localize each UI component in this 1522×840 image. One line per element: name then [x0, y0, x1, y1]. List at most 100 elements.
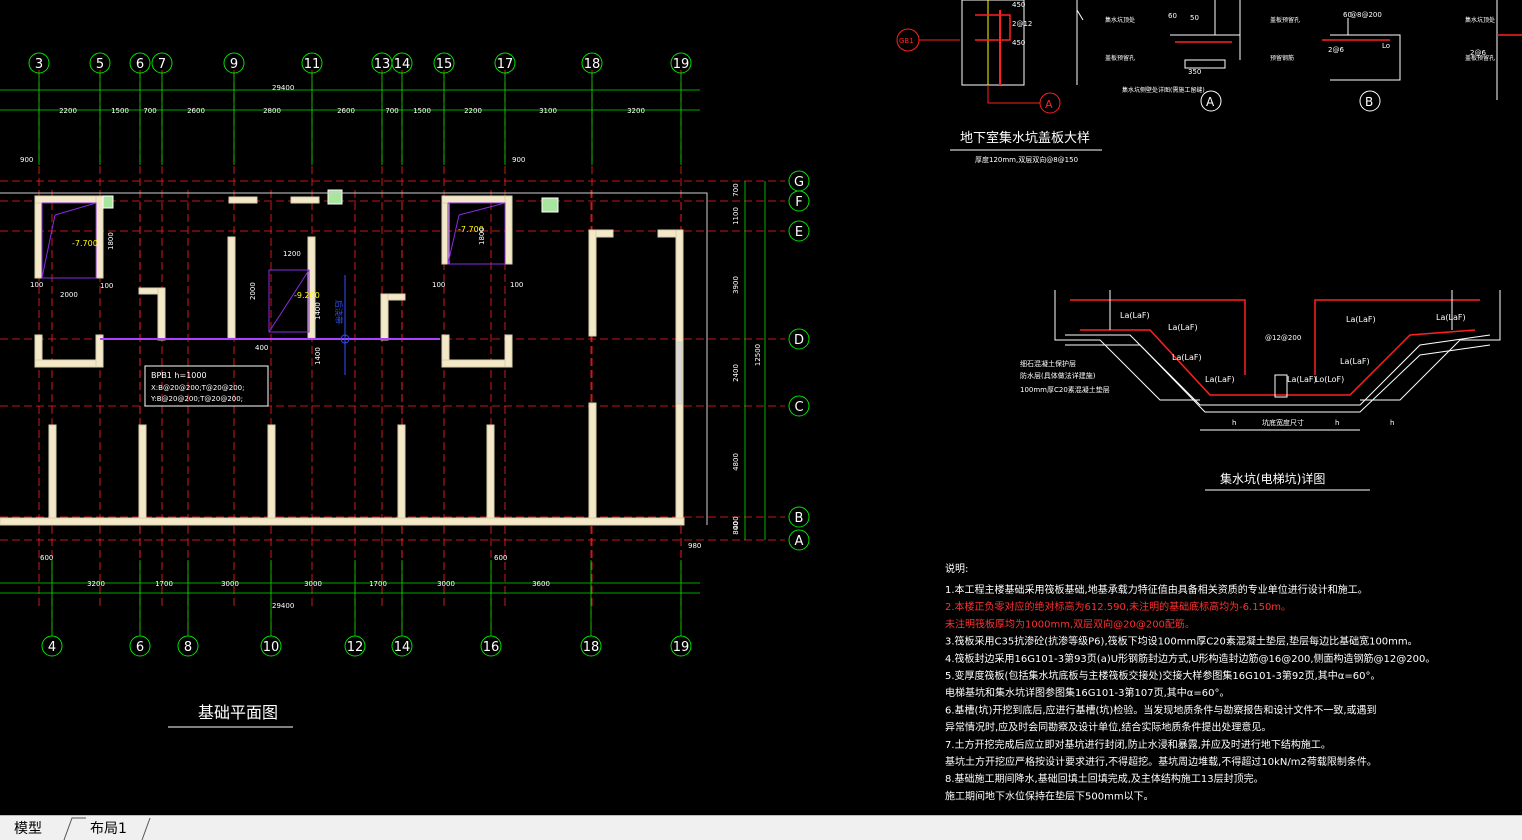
- note-line: 未注明筏板厚均为1000mm,双层双向@20@200配筋。: [945, 617, 1195, 630]
- cover-mark: 2@12: [1012, 20, 1032, 28]
- axis-label: 14: [394, 57, 411, 72]
- axis-label: 12: [347, 640, 364, 655]
- axis-label: B: [795, 511, 804, 526]
- pit-level-left: -7.700: [72, 239, 98, 248]
- pit-dim-label: 980: [688, 542, 701, 550]
- axis-label: E: [795, 225, 803, 240]
- cover-detail-b-label: B: [1365, 95, 1373, 109]
- axis-label: 18: [583, 640, 600, 655]
- slab-label-line3: Y:B@20@200;T@20@200;: [150, 395, 243, 403]
- dim-right-segment: 400: [732, 516, 740, 529]
- note-line: 1.本工程主楼基础采用筏板基础,地基承载力特征值由具备相关资质的专业单位进行设计…: [945, 583, 1368, 596]
- axis-bubble: [788, 220, 810, 242]
- detail-pit-labels: La(LaF)La(LaF)La(LaF)La(LaF)La(LaF)Lo(Lo…: [1020, 311, 1466, 427]
- cover-a-label: A: [1045, 98, 1053, 111]
- cover-note-text: 盖板预留孔: [1465, 54, 1495, 62]
- axis-label: 6: [136, 57, 144, 72]
- axis-label: 6: [136, 640, 144, 655]
- axis-label: F: [795, 195, 802, 210]
- note-line: 电梯基坑和集水坑详图参图集16G101-3第107页,其中α=60°。: [945, 686, 1230, 699]
- dim-bottom-segment: 3000: [304, 580, 322, 588]
- plan-slab-outline: [0, 192, 708, 525]
- tab-layout1[interactable]: 布局1: [90, 821, 127, 837]
- pit-bottom-label: h: [1232, 419, 1236, 427]
- axis-label: 3: [35, 57, 43, 72]
- pit-dim-label: 100: [30, 281, 43, 289]
- note-line: 基坑土方开挖应严格按设计要求进行,不得超挖。基坑周边堆载,不得超过10kN/m2…: [945, 755, 1377, 768]
- pit-bottom-label: h: [1390, 419, 1394, 427]
- pit-level-right: -7.700: [458, 225, 484, 234]
- pit-dim-label: 2000: [249, 282, 257, 300]
- dim-top-segment: 2800: [263, 107, 281, 115]
- axis-bubble: [788, 529, 810, 551]
- plan-grid-lines: [0, 70, 785, 633]
- slab-label-line2: X:B@20@200;T@20@200;: [151, 384, 245, 392]
- pit-dim-label: 100: [432, 281, 445, 289]
- pit-rebar-label: Lo(LoF): [1315, 375, 1344, 384]
- axis-bubble: [788, 395, 810, 417]
- cover-note-text: 盖板预留孔: [1105, 54, 1135, 62]
- cover-mark: 450: [1012, 1, 1025, 9]
- dim-top-segment: 1500: [111, 107, 129, 115]
- pit-dim-label: 2000: [60, 291, 78, 299]
- pit-dim-label: 1400: [314, 347, 322, 365]
- pit-dim-label: 400: [255, 344, 268, 352]
- pit-dim-label: 900: [512, 156, 525, 164]
- pit-rebar-label: La(LaF): [1205, 375, 1235, 384]
- cover-note-text: 集水坑顶处: [1465, 16, 1495, 24]
- plan-title: 基础平面图: [198, 703, 278, 722]
- note-line: 3.筏板采用C35抗渗砼(抗渗等级P6),筏板下均设100mm厚C20素混凝土垫…: [945, 635, 1418, 648]
- plan-blue-marker: [340, 275, 350, 375]
- axis-label: 14: [394, 640, 411, 655]
- axis-label: 10: [263, 640, 280, 655]
- cover-note-text: 集水坑顶处: [1105, 16, 1135, 24]
- pit-rebar-label: La(LaF): [1120, 311, 1150, 320]
- tab-divider-icon: [63, 817, 86, 840]
- axis-bubble: [788, 190, 810, 212]
- tab-model[interactable]: 模型: [14, 821, 42, 837]
- pit-dim-label: @12@200: [1265, 334, 1301, 342]
- pit-dim-label: 1800: [107, 232, 115, 250]
- axis-label: 13: [374, 57, 391, 72]
- axis-label: 19: [673, 57, 690, 72]
- plan-blue-label: 后浇带: [334, 300, 344, 324]
- axis-label: 5: [96, 57, 104, 72]
- dim-bottom-segment: 3000: [437, 580, 455, 588]
- dim-top-segment: 2200: [464, 107, 482, 115]
- note-line: 5.变厚度筏板(包括集水坑底板与主楼筏板交接处)交接大样参图集16G101-3第…: [945, 669, 1380, 682]
- axis-label: 4: [48, 640, 56, 655]
- tab-divider-icon: [141, 817, 151, 840]
- axis-bubble: [788, 506, 810, 528]
- note-line: 4.筏板封边采用16G101-3第93页(a)U形钢筋封边方式,U形构造封边筋@…: [945, 652, 1435, 665]
- slab-label-line1: BPB1 h=1000: [151, 371, 207, 380]
- dim-bottom-segment: 3600: [532, 580, 550, 588]
- axis-label: 15: [436, 57, 453, 72]
- dim-right-segment: 2400: [732, 364, 740, 382]
- notes-lines: 1.本工程主楼基础采用筏板基础,地基承载力特征值由具备相关资质的专业单位进行设计…: [945, 583, 1435, 802]
- pit-legend-item: 防水层(具体做法详建施): [1020, 371, 1096, 380]
- pit-rebar-label: La(LaF): [1287, 375, 1317, 384]
- note-line: 6.基槽(坑)开挖到底后,应进行基槽(坑)检验。当发现地质条件与勘察报告和设计文…: [945, 703, 1377, 716]
- note-line: 2.本楼正负零对应的绝对标高为612.590,未注明的基础底标高均为-6.150…: [945, 600, 1291, 613]
- dim-bottom-segment: 1700: [155, 580, 173, 588]
- axis-label: D: [794, 333, 804, 348]
- cover-mark: @8@200: [1350, 11, 1382, 19]
- dim-left-edge: 900: [20, 156, 33, 164]
- dim-top-segment: 2200: [59, 107, 77, 115]
- note-line: 施工期间地下水位保持在垫层下500mm以下。: [945, 789, 1154, 802]
- cover-mark: 2@6: [1328, 46, 1344, 54]
- cover-ref-text: GB1: [899, 37, 914, 45]
- pit-dim-label: 600: [494, 554, 507, 562]
- cover-mark: 350: [1188, 68, 1201, 76]
- axis-label: 16: [483, 640, 500, 655]
- axis-label: 8: [184, 640, 192, 655]
- pit-rebar-label: La(LaF): [1168, 323, 1198, 332]
- pit-dim-label: 100: [510, 281, 523, 289]
- dim-top-segment: 700: [385, 107, 398, 115]
- dim-right-segment: 3900: [732, 276, 740, 294]
- pit-rebar-label: La(LaF): [1436, 313, 1466, 322]
- cover-note-text: 集水坑侧壁处详图(需施工留缝): [1122, 86, 1205, 94]
